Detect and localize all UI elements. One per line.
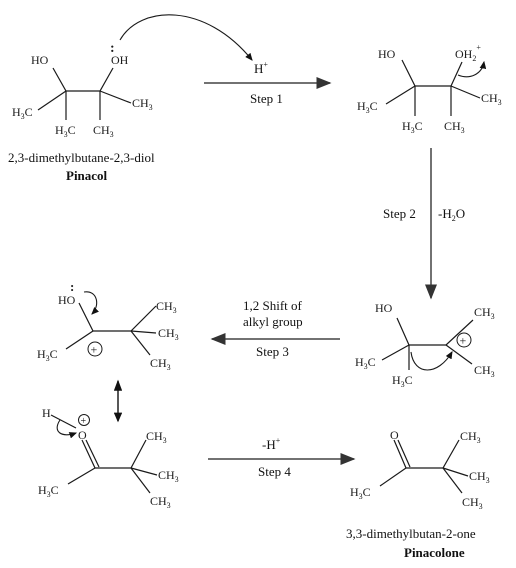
protonated-pinacol-structure: HO OH2+ H3C H3C CH3 CH3 <box>357 43 502 135</box>
ketone-h-label: H <box>42 406 51 420</box>
pinacol-structure: HO OH : H3C H3C CH3 CH3 <box>12 41 153 139</box>
step2-label: Step 2 <box>383 206 416 221</box>
step3-line1: 1,2 Shift of <box>243 298 303 313</box>
methyl-shift-curly-arrow <box>410 351 453 371</box>
carbocation-ho-label: HO <box>375 301 393 315</box>
cation-lone-pair: : <box>70 279 74 294</box>
pinacolone-structure: O CH3 CH3 CH3 H3C <box>350 428 490 511</box>
cation-positive-charge <box>87 341 103 357</box>
cation-ch3-middle: CH3 <box>158 326 179 342</box>
carbocation-h3c-left: H3C <box>355 355 376 371</box>
carbocation-h3c-bottom: H3C <box>392 373 413 389</box>
ketone-h3c-left: H3C <box>38 483 59 499</box>
oxonium-positive-charge <box>78 414 90 426</box>
protonated-h3c-bottom: H3C <box>402 119 423 135</box>
carbocation-ch3-top: CH3 <box>474 305 495 321</box>
ketone-ch3-top: CH3 <box>146 429 167 445</box>
step1-label: Step 1 <box>250 91 283 106</box>
pinacolone-common-name: Pinacolone <box>404 545 465 560</box>
protonated-ketone-structure: O H + CH3 CH3 CH3 H3C <box>38 406 179 510</box>
oh2-label: OH2+ <box>455 43 481 63</box>
deprotonation-curly-arrow <box>56 419 78 439</box>
cation-plus-sign: + <box>91 343 98 357</box>
pinacol-h3c-left: H3C <box>12 105 33 121</box>
tertiary-carbocation-structure: HO CH3 CH3 H3C H3C + <box>355 301 495 389</box>
pinacolone-ch3-middle: CH3 <box>469 469 490 485</box>
ketone-o-label: O <box>78 428 87 442</box>
cation-ch3-top: CH3 <box>156 299 177 315</box>
carbocation-positive-charge <box>456 332 472 348</box>
protonated-ho-label: HO <box>378 47 396 61</box>
pinacolone-iupac-name: 3,3-dimethylbutan-2-one <box>346 526 476 541</box>
pinacol-common-name: Pinacol <box>66 168 108 183</box>
leaving-water-curly-arrow <box>457 60 487 78</box>
step2-reagent: -H2O <box>438 206 465 223</box>
step4-reagent: -H+ <box>262 436 281 452</box>
step3-line2: alkyl group <box>243 314 303 329</box>
step3-label: Step 3 <box>256 344 289 359</box>
step1-reagent: H+ <box>254 60 268 76</box>
pinacolone-ch3-top: CH3 <box>460 429 481 445</box>
pinacol-ch3-bottom: CH3 <box>93 123 114 139</box>
cation-ho-label: HO <box>58 293 76 307</box>
protonated-ch3-bottom: CH3 <box>444 119 465 135</box>
pinacolone-h3c-left: H3C <box>350 485 371 501</box>
pinacol-ho-label: HO <box>31 53 49 67</box>
lone-pair: : <box>110 41 115 56</box>
carbocation-plus-sign: + <box>460 334 467 348</box>
protonated-h3c-left: H3C <box>357 99 378 115</box>
step4-label: Step 4 <box>258 464 291 479</box>
cation-h3c-left: H3C <box>37 347 58 363</box>
pinacolone-o-label: O <box>390 428 399 442</box>
rearranged-cation-structure: HO : CH3 CH3 CH3 H3C + <box>37 279 179 372</box>
oxonium-plus-sign: + <box>81 416 87 427</box>
pinacol-h3c-bottom: H3C <box>55 123 76 139</box>
ketone-ch3-middle: CH3 <box>158 468 179 484</box>
pinacolone-ch3-bottom: CH3 <box>462 495 483 511</box>
protonation-curly-arrow <box>119 14 253 61</box>
resonance-curly-arrow <box>83 291 99 315</box>
cation-ch3-bottom: CH3 <box>150 356 171 372</box>
pinacol-ch3-right: CH3 <box>132 96 153 112</box>
protonated-ch3-right: CH3 <box>481 91 502 107</box>
pinacol-iupac-name: 2,3-dimethylbutane-2,3-diol <box>8 150 155 165</box>
pinacol-oh-label: OH <box>111 53 129 67</box>
carbocation-ch3-bottom: CH3 <box>474 363 495 379</box>
ketone-ch3-bottom: CH3 <box>150 494 171 510</box>
